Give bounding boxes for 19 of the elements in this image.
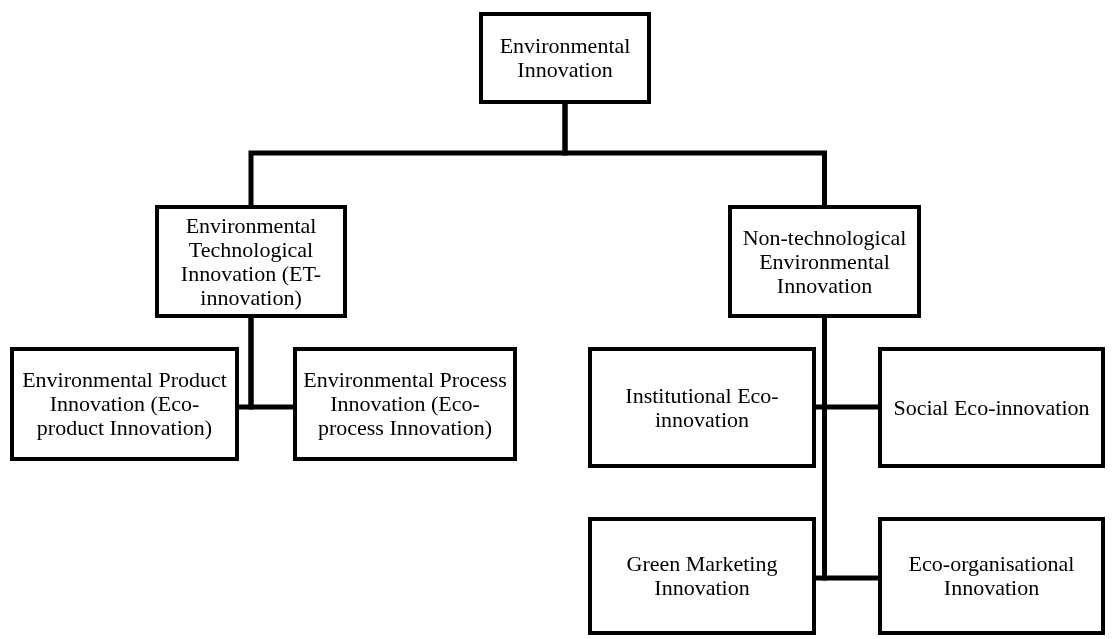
category-box bbox=[155, 205, 347, 318]
box-label: Institutional Eco-innovation bbox=[624, 383, 780, 432]
box-label: Social Eco-innovation bbox=[893, 395, 1090, 420]
category-box bbox=[479, 12, 651, 104]
box-label: Environmental Process Innovation (Eco-process Innovation) bbox=[303, 368, 507, 440]
box-label: Environmental Innovation bbox=[498, 34, 632, 82]
category-box bbox=[728, 205, 921, 318]
category-box bbox=[10, 347, 239, 461]
box-label: Environmental Product Innovation (Eco-product Innovation) bbox=[21, 368, 228, 440]
category-box bbox=[588, 347, 816, 468]
box-label: Eco-organisational Innovation bbox=[907, 552, 1076, 600]
box-label: Green Marketing Innovation bbox=[625, 552, 779, 600]
box-label: Environmental Technological Innovation (ET-innovation) bbox=[179, 213, 323, 310]
category-box bbox=[878, 347, 1105, 468]
category-box bbox=[588, 517, 816, 635]
category-box bbox=[878, 517, 1105, 635]
box-label: Non-technological Environmental Innovation bbox=[741, 225, 908, 298]
connector-line bbox=[822, 315, 881, 581]
category-box bbox=[293, 347, 517, 461]
